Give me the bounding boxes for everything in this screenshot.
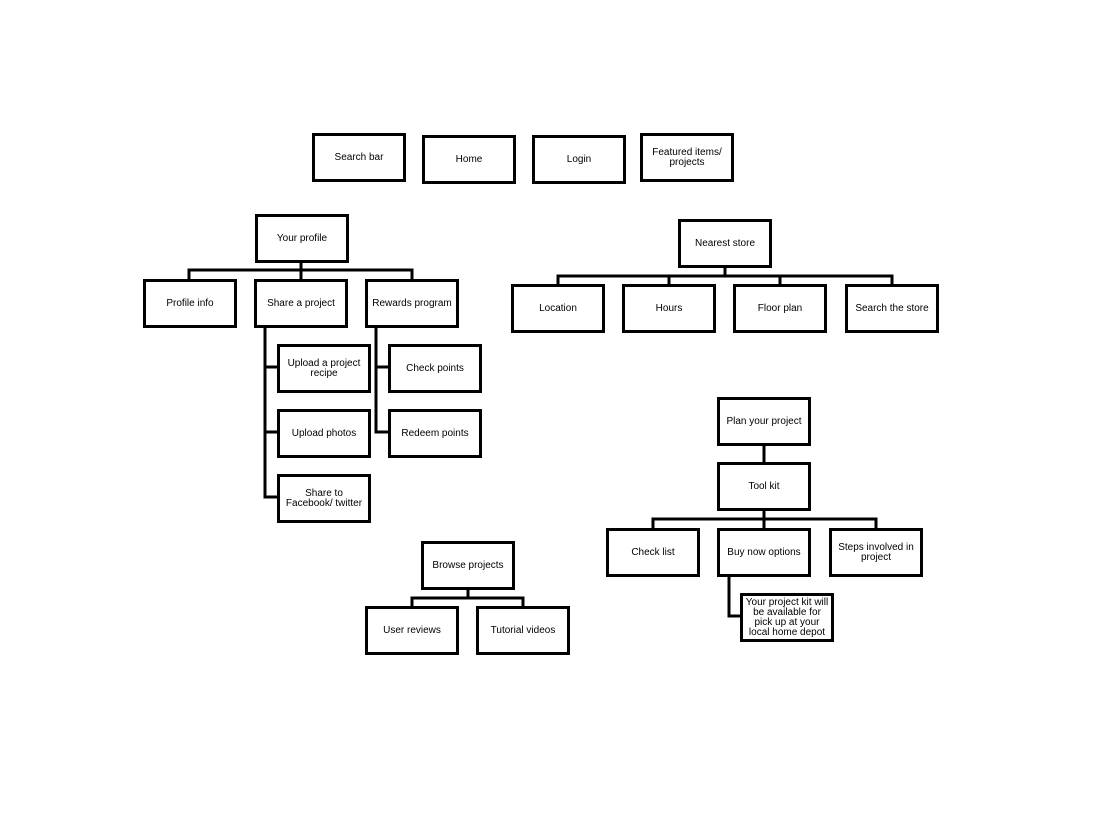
login-box: Login xyxy=(532,135,626,184)
tutorial-videos-box: Tutorial videos xyxy=(476,606,570,655)
profile-info-label: Profile info xyxy=(166,297,214,309)
share-social-box: Share to Facebook/ twitter xyxy=(277,474,371,523)
location-label: Location xyxy=(539,302,577,314)
user-reviews-box: User reviews xyxy=(365,606,459,655)
search-store-box: Search the store xyxy=(845,284,939,333)
your-profile-label: Your profile xyxy=(276,232,328,244)
nearest-store-box: Nearest store xyxy=(678,219,772,268)
buy-now-label: Buy now options xyxy=(727,546,801,558)
login-label: Login xyxy=(566,153,592,165)
steps-label: Steps involved in project xyxy=(838,541,914,563)
hours-box: Hours xyxy=(622,284,716,333)
your-profile-box: Your profile xyxy=(255,214,349,263)
upload-recipe-box: Upload a project recipe xyxy=(277,344,371,393)
browse-projects-label: Browse projects xyxy=(432,559,504,571)
tool-kit-box: Tool kit xyxy=(717,462,811,511)
check-list-label: Check list xyxy=(631,546,675,558)
kit-note-label: Your project kit will be available for p… xyxy=(745,596,829,638)
nearest-store-label: Nearest store xyxy=(694,237,756,249)
search-bar-label: Search bar xyxy=(334,151,384,163)
home-label: Home xyxy=(455,153,483,165)
plan-project-label: Plan your project xyxy=(726,415,802,427)
buy-now-box: Buy now options xyxy=(717,528,811,577)
upload-photos-label: Upload photos xyxy=(291,427,357,439)
kit-note-box: Your project kit will be available for p… xyxy=(740,593,834,642)
hours-label: Hours xyxy=(655,302,683,314)
upload-photos-box: Upload photos xyxy=(277,409,371,458)
share-project-box: Share a project xyxy=(254,279,348,328)
browse-projects-box: Browse projects xyxy=(421,541,515,590)
floor-plan-label: Floor plan xyxy=(757,302,803,314)
tool-kit-label: Tool kit xyxy=(748,480,780,492)
location-box: Location xyxy=(511,284,605,333)
check-points-box: Check points xyxy=(388,344,482,393)
profile-info-box: Profile info xyxy=(143,279,237,328)
redeem-points-box: Redeem points xyxy=(388,409,482,458)
rewards-program-label: Rewards program xyxy=(372,297,452,309)
steps-box: Steps involved in project xyxy=(829,528,923,577)
featured-box: Featured items/ projects xyxy=(640,133,734,182)
rewards-program-box: Rewards program xyxy=(365,279,459,328)
redeem-points-label: Redeem points xyxy=(401,427,469,439)
share-project-label: Share a project xyxy=(267,297,335,309)
user-reviews-label: User reviews xyxy=(383,624,441,636)
plan-project-box: Plan your project xyxy=(717,397,811,446)
share-social-label: Share to Facebook/ twitter xyxy=(285,487,363,509)
featured-label: Featured items/ projects xyxy=(652,146,722,168)
check-points-label: Check points xyxy=(406,362,464,374)
tutorial-videos-label: Tutorial videos xyxy=(490,624,556,636)
check-list-box: Check list xyxy=(606,528,700,577)
search-store-label: Search the store xyxy=(855,302,929,314)
search-bar-box: Search bar xyxy=(312,133,406,182)
floor-plan-box: Floor plan xyxy=(733,284,827,333)
home-box: Home xyxy=(422,135,516,184)
upload-recipe-label: Upload a project recipe xyxy=(287,357,361,379)
